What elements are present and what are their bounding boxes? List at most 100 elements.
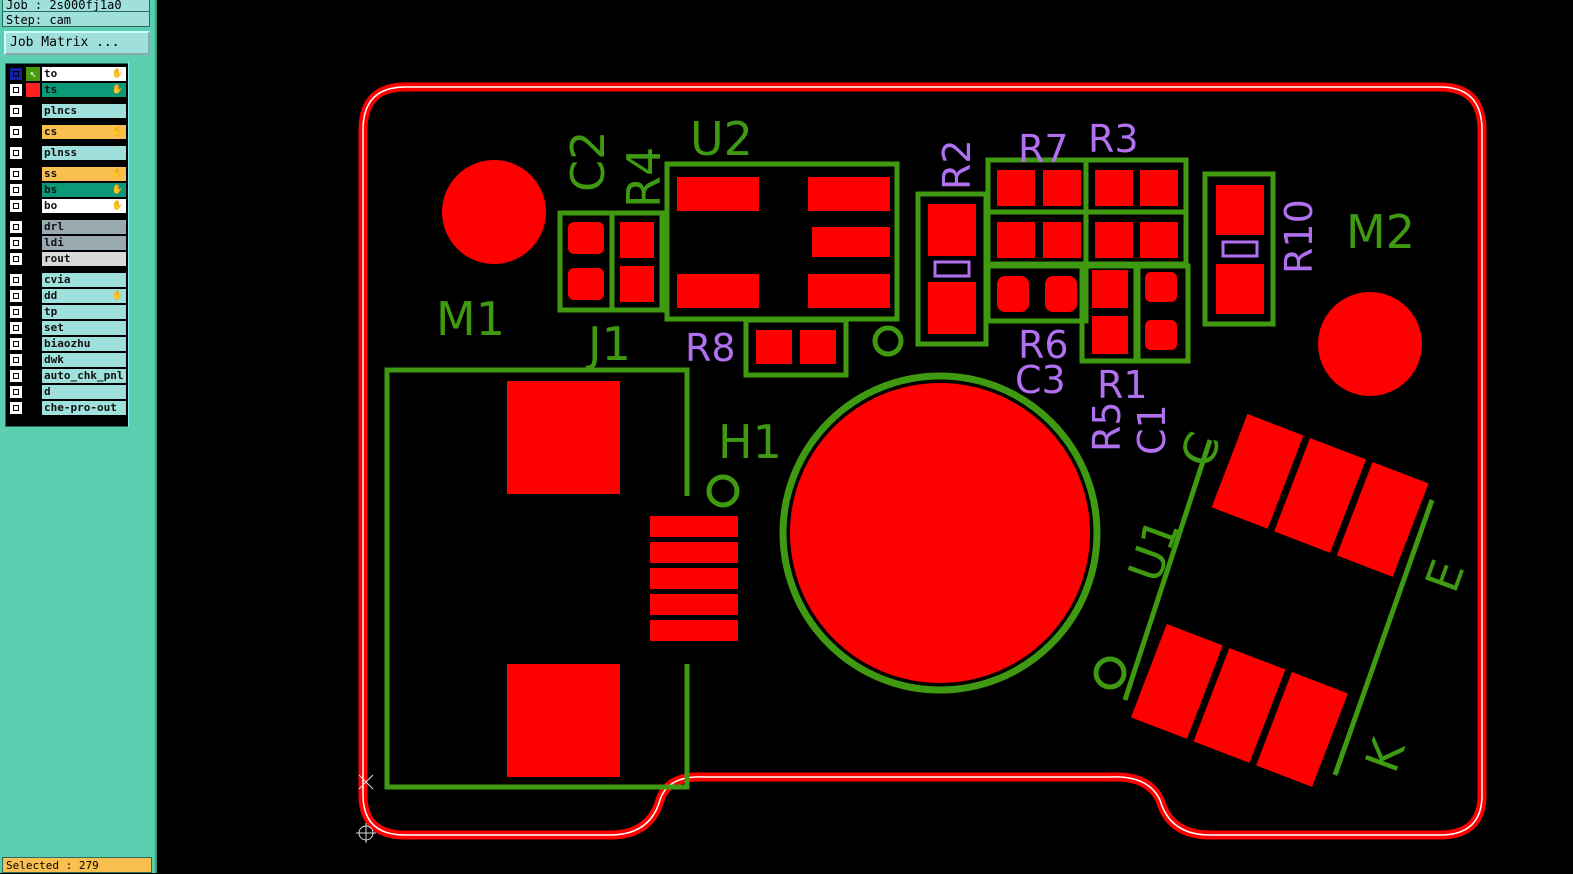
- work-layer-arrow-icon[interactable]: ↖: [26, 67, 40, 81]
- affected-hand-icon: ✋: [111, 291, 123, 301]
- layer-name[interactable]: plnss: [42, 146, 126, 160]
- layer-name[interactable]: ts✋: [42, 83, 126, 97]
- layer-checkbox[interactable]: [10, 126, 22, 138]
- layer-row-dwk[interactable]: dwk: [8, 353, 126, 367]
- layer-checkbox[interactable]: [10, 184, 22, 196]
- layer-name[interactable]: rout: [42, 252, 126, 266]
- layer-name[interactable]: dwk: [42, 353, 126, 367]
- layer-row-plnss[interactable]: plnss: [8, 146, 126, 160]
- label-m2: M2: [1346, 205, 1415, 259]
- origin-crosshair-icon: [356, 774, 376, 843]
- label-k: K: [1355, 730, 1417, 779]
- label-c: C: [1170, 425, 1232, 474]
- layer-checkbox[interactable]: [10, 370, 22, 382]
- layer-checkbox[interactable]: [10, 402, 22, 414]
- affected-hand-icon: ✋: [111, 169, 123, 179]
- layer-checkbox[interactable]: [10, 274, 22, 286]
- layer-row-set[interactable]: set: [8, 321, 126, 335]
- layer-name[interactable]: bo✋: [42, 199, 126, 213]
- selected-count: Selected : 279: [2, 857, 152, 873]
- layer-row-auto_chk_pnl[interactable]: auto_chk_pnl: [8, 369, 126, 383]
- silkscreen: [384, 157, 1435, 790]
- layer-checkbox[interactable]: [10, 290, 22, 302]
- reference-labels: R2 R7 R3 R10 R8 R6 C3 R1 R5 C1: [685, 117, 1321, 455]
- layer-name[interactable]: tp: [42, 305, 126, 319]
- label-u1: U1: [1118, 511, 1190, 589]
- layer-checkbox[interactable]: [10, 105, 22, 117]
- layer-name[interactable]: cvia: [42, 273, 126, 287]
- layer-checkbox[interactable]: [10, 386, 22, 398]
- pcb-canvas[interactable]: C2 R4 U2 M1 J1 H1 M2 U1 C E K R2 R7 R3 R…: [157, 0, 1573, 873]
- layer-row-rout[interactable]: rout: [8, 252, 126, 266]
- layer-row-plncs[interactable]: plncs: [8, 104, 126, 118]
- layer-checkbox[interactable]: [10, 253, 22, 265]
- layer-checkbox[interactable]: [10, 237, 22, 249]
- affected-hand-icon: ✋: [111, 127, 123, 137]
- layer-name[interactable]: ss✋: [42, 167, 126, 181]
- layer-name[interactable]: auto_chk_pnl: [42, 369, 126, 383]
- layer-row-drl[interactable]: drl: [8, 220, 126, 234]
- label-m1: M1: [436, 292, 505, 346]
- layer-name[interactable]: to✋: [42, 67, 126, 81]
- label-r2: R2: [935, 139, 979, 190]
- layer-color-swatch[interactable]: [26, 83, 40, 97]
- layer-row-ts[interactable]: ts✋: [8, 83, 126, 97]
- label-r8: R8: [685, 326, 736, 370]
- layer-checkbox[interactable]: [10, 168, 22, 180]
- layer-checkbox[interactable]: [10, 84, 22, 96]
- label-r4: R4: [617, 147, 671, 208]
- label-r7: R7: [1018, 127, 1069, 171]
- label-r6: R6: [1018, 323, 1069, 367]
- layer-row-to[interactable]: ↖to✋: [8, 67, 126, 81]
- polarity-marks: [933, 240, 1259, 278]
- label-u2: U2: [690, 112, 753, 166]
- layer-name[interactable]: set: [42, 321, 126, 335]
- layer-checkbox[interactable]: [10, 322, 22, 334]
- label-c2: C2: [561, 131, 615, 192]
- layer-name[interactable]: bs✋: [42, 183, 126, 197]
- label-c3: C3: [1015, 358, 1066, 402]
- layer-name[interactable]: plncs: [42, 104, 126, 118]
- layer-panel: Job : 2s000fj1a0 Step: cam Job Matrix ..…: [0, 0, 157, 873]
- affected-hand-icon: ✋: [111, 85, 123, 95]
- layer-row-tp[interactable]: tp: [8, 305, 126, 319]
- layer-checkbox[interactable]: [10, 354, 22, 366]
- layer-checkbox[interactable]: [10, 200, 22, 212]
- layer-row-ldi[interactable]: ldi: [8, 236, 126, 250]
- layer-name[interactable]: che-pro-out: [42, 401, 126, 415]
- layer-row-bo[interactable]: bo✋: [8, 199, 126, 213]
- layer-name[interactable]: dd✋: [42, 289, 126, 303]
- affected-hand-icon: ✋: [111, 185, 123, 195]
- layer-row-ss[interactable]: ss✋: [8, 167, 126, 181]
- layer-name[interactable]: biaozhu: [42, 337, 126, 351]
- affected-hand-icon: ✋: [111, 69, 123, 79]
- layer-list: ↖to✋ ts✋ plncs cs✋ plnss ss✋ bs✋ bo✋ drl ldi rout c…: [5, 63, 129, 427]
- layer-checkbox[interactable]: [10, 306, 22, 318]
- layer-checkbox[interactable]: [10, 68, 22, 80]
- layer-row-che-pro-out[interactable]: che-pro-out: [8, 401, 126, 415]
- layer-name[interactable]: cs✋: [42, 125, 126, 139]
- layer-checkbox[interactable]: [10, 338, 22, 350]
- layer-name[interactable]: drl: [42, 220, 126, 234]
- layer-name[interactable]: d: [42, 385, 126, 399]
- label-r1: R1: [1097, 363, 1148, 407]
- step-name: Step: cam: [2, 11, 150, 27]
- layer-row-cvia[interactable]: cvia: [8, 273, 126, 287]
- layer-row-d[interactable]: d: [8, 385, 126, 399]
- label-r3: R3: [1088, 117, 1139, 161]
- layer-row-bs[interactable]: bs✋: [8, 183, 126, 197]
- layer-list-scrollbar[interactable]: [128, 61, 153, 427]
- layer-row-biaozhu[interactable]: biaozhu: [8, 337, 126, 351]
- layer-checkbox[interactable]: [10, 221, 22, 233]
- layer-row-cs[interactable]: cs✋: [8, 125, 126, 139]
- label-r10: R10: [1277, 199, 1321, 274]
- label-e: E: [1415, 553, 1476, 599]
- layer-checkbox[interactable]: [10, 147, 22, 159]
- job-matrix-button[interactable]: Job Matrix ...: [4, 31, 150, 55]
- layer-row-dd[interactable]: dd✋: [8, 289, 126, 303]
- pads: [442, 160, 1429, 787]
- label-c1: C1: [1130, 404, 1174, 455]
- affected-hand-icon: ✋: [111, 201, 123, 211]
- label-h1: H1: [718, 415, 782, 469]
- layer-name[interactable]: ldi: [42, 236, 126, 250]
